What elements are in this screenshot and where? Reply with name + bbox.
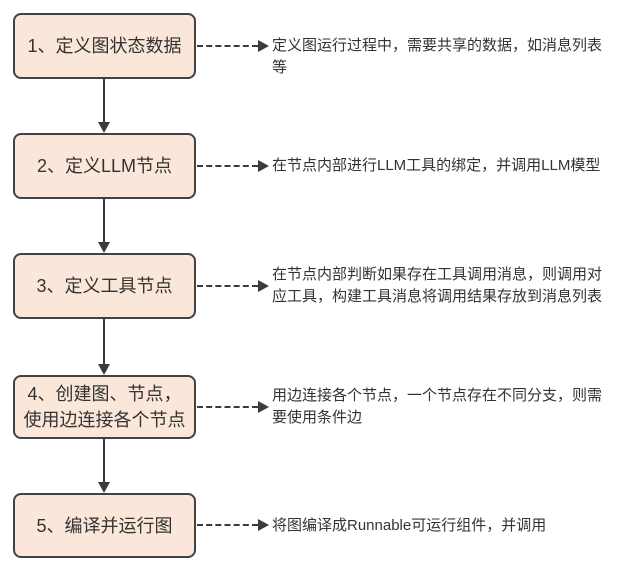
- down-arrow-1: [98, 79, 110, 133]
- arrow-right-icon: [258, 280, 269, 292]
- note-4: 用边连接各个节点，一个节点存在不同分支，则需要使用条件边: [272, 387, 603, 426]
- dashed-connector-5: [197, 519, 269, 531]
- note-2: 在节点内部进行LLM工具的绑定，并调用LLM模型: [272, 157, 601, 174]
- flow-node-3-label: 3、定义工具节点: [36, 276, 173, 296]
- flow-node-4-label-line2: 使用边连接各个节点: [23, 410, 186, 430]
- dashed-line: [197, 165, 258, 167]
- note-3: 在节点内部判断如果存在工具调用消息，则调用对应工具，构建工具消息将调用结果存放到…: [272, 266, 603, 305]
- arrow-right-icon: [258, 160, 269, 172]
- dashed-line: [197, 524, 258, 526]
- dashed-connector-4: [197, 401, 269, 413]
- dashed-connector-3: [197, 280, 269, 292]
- dashed-line: [197, 406, 258, 408]
- arrow-right-icon: [258, 519, 269, 531]
- flow-node-1: 1、定义图状态数据: [13, 13, 196, 79]
- note-5: 将图编译成Runnable可运行组件，并调用: [272, 517, 547, 534]
- dashed-line: [197, 45, 258, 47]
- flow-node-2: 2、定义LLM节点: [13, 133, 196, 199]
- flow-node-4: 4、创建图、节点， 使用边连接各个节点: [13, 375, 196, 439]
- down-arrow-4: [98, 439, 110, 493]
- down-arrow-2: [98, 199, 110, 253]
- flow-node-2-label: 2、定义LLM节点: [36, 156, 173, 176]
- arrow-right-icon: [258, 401, 269, 413]
- dashed-connector-2: [197, 160, 269, 172]
- flow-node-4-label: 4、创建图、节点，: [27, 384, 182, 404]
- dashed-line: [197, 285, 258, 287]
- flow-node-5: 5、编译并运行图: [13, 493, 196, 558]
- note-1: 定义图运行过程中，需要共享的数据，如消息列表等: [272, 37, 603, 76]
- dashed-connector-1: [197, 40, 269, 52]
- flow-node-1-label: 1、定义图状态数据: [27, 36, 182, 56]
- flow-node-3: 3、定义工具节点: [13, 253, 196, 319]
- arrow-right-icon: [258, 40, 269, 52]
- flow-node-5-label: 5、编译并运行图: [36, 515, 173, 536]
- down-arrow-3: [98, 319, 110, 375]
